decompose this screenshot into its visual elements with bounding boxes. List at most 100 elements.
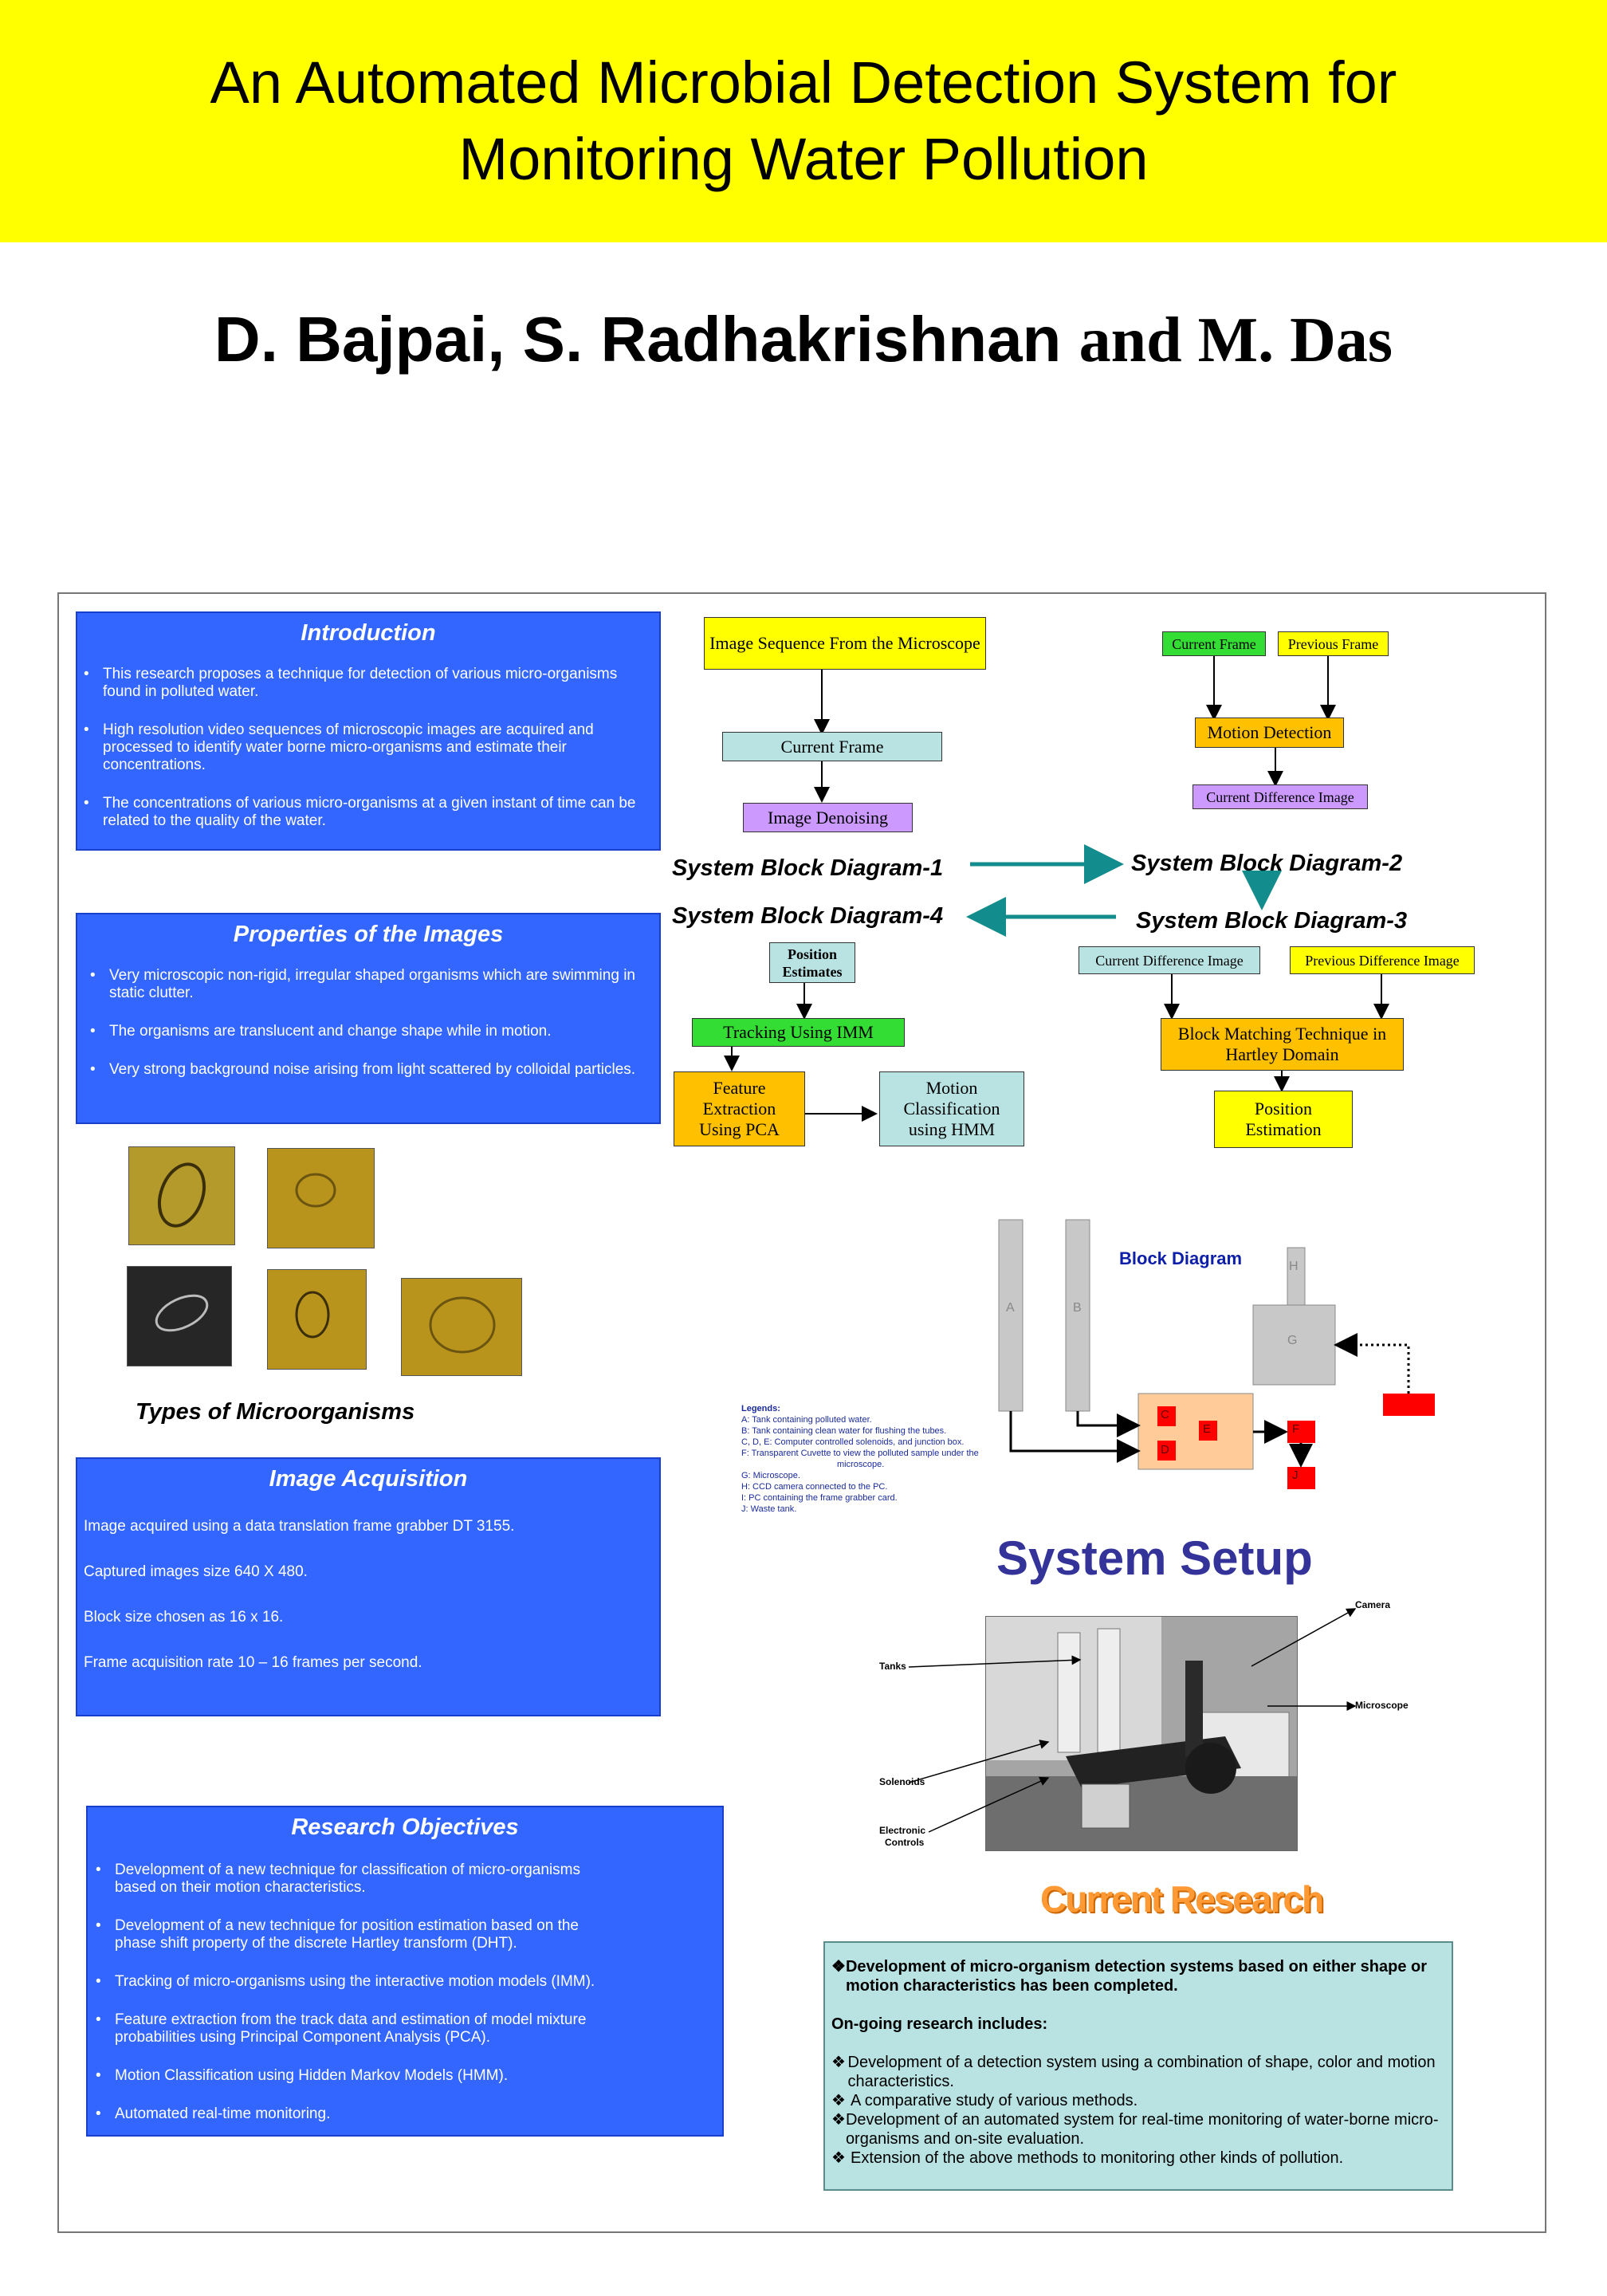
microscope-label: Microscope <box>1355 1700 1409 1711</box>
authors-main: D. Bajpai, S. Radhakrishnan <box>214 304 1062 375</box>
diagram-3-title: System Block Diagram-3 <box>1136 908 1408 934</box>
objectives-item: Development of a new technique for class… <box>96 1862 611 1897</box>
d2-previous-frame-box: Previous Frame <box>1278 631 1389 656</box>
electronic-controls-label-2: Controls <box>885 1837 925 1848</box>
position-estimates-box: Position Estimates <box>769 942 855 983</box>
introduction-item: This research proposes a technique for d… <box>84 666 648 701</box>
microorganisms-caption: Types of Microorganisms <box>136 1399 415 1425</box>
block-diagram-title: Block Diagram <box>1119 1248 1243 1268</box>
diamond-bullet-icon: ❖ <box>831 2054 846 2071</box>
ongoing-item: ❖Development of an automated system for … <box>831 2110 1445 2149</box>
camera-label: Camera <box>1355 1599 1391 1610</box>
system-setup-callouts <box>908 1608 1357 1833</box>
d2-current-difference-box: Current Difference Image <box>1192 784 1368 809</box>
system-setup-title: System Setup <box>996 1531 1313 1585</box>
diagram-2-title: System Block Diagram-2 <box>1131 851 1403 876</box>
d3-current-difference-box: Current Difference Image <box>1079 946 1260 974</box>
acquisition-item: Frame acquisition rate 10 – 16 frames pe… <box>84 1654 422 1671</box>
completed-row: ❖ Development of micro-organism detectio… <box>831 1957 1445 1995</box>
motion-classification-box: Motion Classification using HMM <box>879 1071 1024 1146</box>
feature-extraction-box: Feature Extraction Using PCA <box>674 1071 805 1146</box>
introduction-item: The concentrations of various micro-orga… <box>84 795 648 830</box>
electronic-controls-label: Electronic <box>879 1825 926 1836</box>
tracking-box: Tracking Using IMM <box>692 1018 905 1047</box>
objectives-item: Automated real-time monitoring. <box>96 2105 611 2123</box>
legend-item: I: PC containing the frame grabber card. <box>741 1493 898 1503</box>
ongoing-item: ❖ Extension of the above methods to monit… <box>831 2149 1445 2168</box>
image-sequence-box: Image Sequence From the Microscope <box>704 617 986 670</box>
diamond-bullet-icon: ❖ <box>831 2092 846 2109</box>
microorganism-image <box>128 1146 235 1245</box>
diagram-1-title: System Block Diagram-1 <box>672 855 944 881</box>
ongoing-text: Extension of the above methods to monito… <box>851 2149 1344 2167</box>
legend-item: microscope. <box>837 1460 885 1469</box>
block-diagram-legend: Legends: A: Tank containing polluted wat… <box>741 1403 1012 1515</box>
ongoing-item: ❖ A comparative study of various methods. <box>831 2091 1445 2110</box>
current-research-panel: ❖ Development of micro-organism detectio… <box>823 1941 1453 2191</box>
ongoing-text: A comparative study of various methods. <box>851 2092 1138 2109</box>
legend-title: Legends: <box>741 1404 780 1413</box>
microscope-g-label: G <box>1287 1334 1298 1347</box>
objectives-panel: Research Objectives Development of a new… <box>86 1806 724 2137</box>
legend-item: F: Transparent Cuvette to view the pollu… <box>741 1449 979 1458</box>
authors-last: and M. Das <box>1079 305 1393 375</box>
properties-item: Very microscopic non-rigid, irregular sh… <box>90 967 648 1002</box>
title-line-2: Monitoring Water Pollution <box>458 126 1149 192</box>
diamond-bullet-icon: ❖ <box>831 2149 846 2167</box>
introduction-item: High resolution video sequences of micro… <box>84 721 648 774</box>
d2-current-frame-box: Current Frame <box>1162 631 1266 656</box>
legend-item: B: Tank containing clean water for flush… <box>741 1426 947 1436</box>
motion-detection-box: Motion Detection <box>1195 718 1344 748</box>
legend-item: A: Tank containing polluted water. <box>741 1415 872 1425</box>
acquisition-item: Image acquired using a data translation … <box>84 1518 515 1535</box>
system-setup-photo <box>985 1616 1298 1851</box>
position-estimation-box: Position Estimation <box>1214 1091 1353 1148</box>
acquisition-item: Block size chosen as 16 x 16. <box>84 1609 284 1626</box>
ongoing-label: On-going research includes: <box>831 2015 1048 2033</box>
acquisition-panel: Image Acquisition Image acquired using a… <box>76 1457 661 1716</box>
apparatus-diagram <box>998 1219 1435 1489</box>
image-denoising-box: Image Denoising <box>743 803 913 832</box>
d3-previous-difference-box: Previous Difference Image <box>1290 946 1475 974</box>
tank-a-label: A <box>1006 1301 1015 1315</box>
objectives-item: Tracking of micro-organisms using the in… <box>96 1973 611 1991</box>
diamond-bullet-icon: ❖ <box>831 2111 846 2129</box>
solenoids-label: Solenoids <box>879 1776 925 1787</box>
properties-panel: Properties of the Images Very microscopi… <box>76 913 661 1124</box>
current-research-heading: Current Research <box>1040 1878 1324 1920</box>
objectives-heading: Research Objectives <box>291 1814 519 1840</box>
current-frame-box: Current Frame <box>722 732 942 761</box>
microorganism-image <box>267 1148 375 1248</box>
legend-item: H: CCD camera connected to the PC. <box>741 1482 888 1492</box>
diagram-4-title: System Block Diagram-4 <box>672 903 944 929</box>
objectives-item: Motion Classification using Hidden Marko… <box>96 2067 611 2085</box>
solenoid-e-label: E <box>1203 1422 1212 1436</box>
ongoing-text: Development of an automated system for r… <box>845 2111 1439 2148</box>
completed-text: Development of micro-organism detection … <box>845 1958 1428 1995</box>
acquisition-item: Captured images size 640 X 480. <box>84 1563 308 1580</box>
solenoid-d-label: D <box>1161 1443 1169 1457</box>
tanks-label: Tanks <box>879 1661 906 1672</box>
legend-item: G: Microscope. <box>741 1471 800 1480</box>
introduction-heading: Introduction <box>301 620 436 646</box>
microorganism-image <box>127 1266 232 1366</box>
content-frame <box>57 592 1546 2233</box>
legend-item: C, D, E: Computer controlled solenoids, … <box>741 1437 965 1447</box>
waste-tank-j-label: J <box>1292 1468 1299 1482</box>
block-matching-box: Block Matching Technique in Hartley Doma… <box>1161 1018 1404 1071</box>
properties-item: Very strong background noise arising fro… <box>90 1061 648 1079</box>
properties-item: The organisms are translucent and change… <box>90 1023 648 1040</box>
camera-h-label: H <box>1289 1260 1299 1273</box>
microorganism-image <box>401 1278 522 1376</box>
solenoid-c-label: C <box>1161 1408 1169 1421</box>
objectives-item: Development of a new technique for posit… <box>96 1917 611 1952</box>
title-line-1: An Automated Microbial Detection System … <box>210 49 1397 116</box>
title-band: An Automated Microbial Detection System … <box>0 0 1607 242</box>
legend-item: J: Waste tank. <box>741 1504 797 1514</box>
tank-b-label: B <box>1073 1301 1082 1315</box>
cuvette-f-label: F <box>1292 1422 1300 1436</box>
introduction-panel: Introduction This research proposes a te… <box>76 611 661 851</box>
properties-heading: Properties of the Images <box>233 922 504 947</box>
ongoing-item: ❖Development of a detection system using… <box>831 2053 1445 2091</box>
